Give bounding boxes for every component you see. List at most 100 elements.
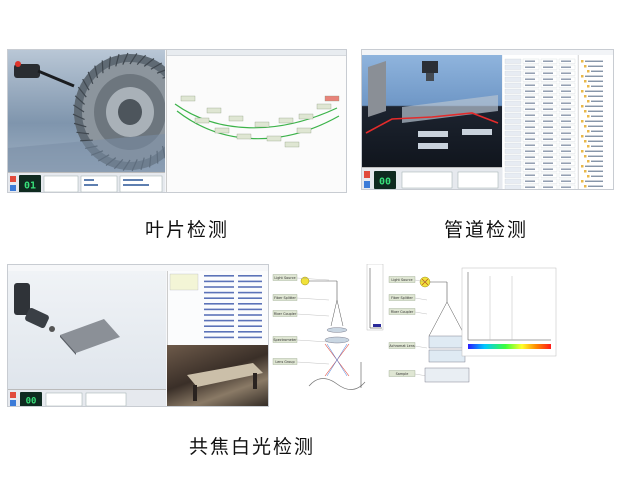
blade-3d-viewport[interactable] — [8, 50, 188, 172]
sensor-lens — [426, 73, 434, 81]
blisk-render — [8, 52, 188, 172]
diagram-label-box — [388, 294, 416, 301]
status-field — [401, 171, 453, 189]
scan-path-upper — [174, 103, 338, 129]
confocal-inspection-screenshot: 00 — [7, 264, 269, 407]
diagram-label-box — [388, 342, 416, 349]
confocal-3d-viewport[interactable] — [8, 271, 166, 389]
probe-head — [14, 64, 40, 78]
readout-field — [85, 392, 127, 406]
result-box-2 — [418, 143, 448, 149]
path-node-tag[interactable] — [284, 141, 300, 148]
path-node-tag[interactable] — [236, 133, 252, 140]
pipe-inspection-screenshot: 00 — [361, 49, 614, 190]
sample-part — [187, 363, 263, 387]
diagram-label: Fiber Splitter — [391, 296, 413, 300]
counter-value: 00 — [26, 397, 37, 407]
path-node-tag[interactable] — [194, 117, 210, 124]
diagram-label: Fiber Coupler — [391, 310, 414, 314]
program-listing — [169, 273, 262, 339]
diagram-label-box — [388, 276, 416, 283]
diagram-label-box — [388, 308, 416, 315]
sample-plate — [60, 319, 120, 353]
menu-bar — [167, 50, 346, 56]
probe-tip — [49, 326, 55, 332]
measurement-grid — [504, 58, 576, 189]
feature-tree[interactable] — [578, 55, 613, 189]
confocal-toolbar: 00 — [8, 389, 166, 407]
diagram-label: Fiber Coupler — [274, 312, 297, 316]
record-button[interactable] — [10, 176, 16, 182]
scan-path-lower — [176, 110, 340, 140]
diagram-label: Sample — [396, 372, 409, 376]
path-node-tags — [180, 95, 340, 148]
diagram-label: Achromat Lens — [389, 344, 415, 348]
path-node-tag[interactable] — [206, 107, 222, 114]
probe-body — [14, 283, 30, 315]
diagram-label-box — [388, 370, 416, 377]
measurement-table[interactable] — [503, 55, 577, 189]
status-field — [45, 392, 83, 406]
probe-joint — [25, 307, 49, 329]
play-button[interactable] — [10, 400, 16, 406]
diagram-label: Lens Group — [275, 360, 294, 364]
diagram-label: Fiber Splitter — [274, 296, 296, 300]
pipe-toolbar: 00 — [362, 167, 502, 189]
caption-confocal: 共焦白光检测 — [188, 436, 315, 458]
record-button[interactable] — [364, 171, 370, 178]
path-node-tag[interactable] — [298, 113, 314, 120]
lens-group-icon — [428, 335, 466, 349]
play-button[interactable] — [364, 181, 370, 188]
path-node-tag[interactable] — [228, 115, 244, 122]
diagram-label-box — [272, 358, 298, 365]
blade-path-panel — [166, 50, 346, 192]
sample-photo — [167, 345, 268, 406]
status-field — [43, 175, 79, 192]
diagram-label-box — [272, 294, 298, 301]
caption-pipe: 管道检测 — [443, 219, 528, 241]
diagram-label: Spectrometer — [273, 338, 297, 342]
path-node-tag[interactable] — [324, 95, 340, 102]
counter-value: 00 — [379, 177, 391, 188]
caption-blade: 叶片检测 — [144, 219, 229, 241]
path-node-tag[interactable] — [254, 121, 270, 128]
probe-stylus — [37, 69, 75, 88]
result-box-1 — [418, 131, 448, 137]
path-node-tag[interactable] — [278, 117, 294, 124]
pipe-surface — [402, 95, 498, 123]
path-node-tag[interactable] — [214, 127, 230, 134]
sample-surface — [308, 378, 366, 390]
readout-field — [457, 171, 499, 189]
counter-display — [374, 171, 396, 189]
result-box-3 — [462, 129, 492, 135]
measurement-path — [365, 112, 499, 134]
fixture-floor — [8, 134, 165, 172]
path-node-tag[interactable] — [266, 135, 282, 142]
diagram-label-box — [272, 336, 298, 343]
pipe-render — [365, 61, 499, 149]
lens-icon — [326, 327, 348, 333]
spectrum-panel — [461, 267, 557, 357]
scan-path-diagram — [174, 95, 340, 148]
feature-tree-lines — [581, 60, 603, 188]
path-node-tag[interactable] — [296, 127, 312, 134]
counter-display — [20, 392, 42, 406]
record-button[interactable] — [10, 392, 16, 398]
confocal-render — [14, 283, 120, 355]
diagram-label-box — [272, 310, 298, 317]
intensity-plot — [366, 264, 384, 331]
counter-display — [19, 175, 41, 192]
blade-inspection-screenshot: 01 — [7, 49, 347, 193]
path-node-tag[interactable] — [180, 95, 196, 102]
diagram-label-box — [272, 274, 298, 281]
play-button[interactable] — [10, 185, 16, 191]
confocal-program-panel[interactable] — [167, 271, 268, 345]
path-node-tag[interactable] — [316, 103, 332, 110]
sample-stage-icon — [424, 367, 470, 383]
pipe-3d-viewport[interactable] — [362, 55, 502, 167]
sensor-head — [422, 61, 438, 73]
